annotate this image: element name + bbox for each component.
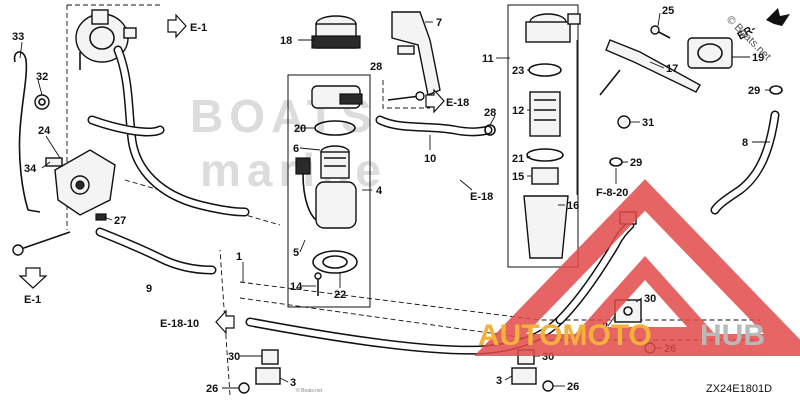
callout-4[interactable]: 4: [376, 185, 383, 197]
ref-e1-top[interactable]: E-1: [190, 22, 207, 34]
part-clip-31: [617, 115, 631, 129]
reference-arrows: E-1 E-1 E-18 E-18 F-8-20 E-18-10 ER-: [18, 8, 790, 335]
part-bracket-17: [599, 39, 701, 96]
ref-f-8-20[interactable]: F-8-20: [596, 187, 628, 199]
callout-5[interactable]: 5: [293, 247, 299, 259]
arrow-front-indicator: [766, 8, 790, 26]
callout-9[interactable]: 9: [146, 283, 152, 295]
part-oring-21: [526, 148, 564, 162]
callout-29-upper[interactable]: 29: [748, 85, 760, 97]
callout-3-mid[interactable]: 3: [290, 377, 296, 389]
callout-1[interactable]: 1: [236, 251, 242, 263]
callout-29-lower[interactable]: 29: [630, 157, 642, 169]
part-clamp-ring-18: [311, 15, 361, 49]
part-clamp-30-mid: [261, 349, 279, 365]
arrow-e18-a[interactable]: [425, 88, 445, 114]
arrow-e1810[interactable]: [215, 309, 235, 335]
leader-lines: [19, 12, 770, 389]
part-float-15: [531, 167, 559, 185]
callout-14[interactable]: 14: [290, 281, 303, 293]
callout-25[interactable]: 25: [662, 5, 674, 17]
part-high-pressure-pump: [75, 9, 137, 70]
ref-e18-b[interactable]: E-18: [470, 191, 493, 203]
callout-34[interactable]: 34: [24, 163, 37, 175]
part-bolt-14: [314, 272, 322, 296]
part-oring-23: [528, 63, 562, 77]
part-bolt-bracket: [387, 91, 425, 101]
part-plate-3-low: [511, 367, 537, 385]
callout-26-low[interactable]: 26: [567, 381, 579, 393]
part-clamp-32: [34, 94, 50, 110]
triangle-outer: [474, 179, 800, 356]
brand-text-main: AUTOMOTO: [478, 319, 652, 352]
footer-copyright: © Boats.net: [296, 387, 323, 394]
ref-e18-a[interactable]: E-18: [446, 97, 469, 109]
diagram-code: ZX24E1801D: [706, 383, 772, 395]
part-bolt-26-mid: [238, 382, 250, 394]
part-bolt-26-low: [542, 380, 554, 392]
callout-20[interactable]: 20: [294, 123, 306, 135]
brand-triangle-watermark: [474, 179, 800, 356]
callout-23[interactable]: 23: [512, 65, 524, 77]
callout-17[interactable]: 17: [666, 63, 678, 75]
callout-30-mid[interactable]: 30: [228, 351, 240, 363]
callout-19[interactable]: 19: [752, 52, 764, 64]
ref-e1-bottom[interactable]: E-1: [24, 294, 41, 306]
callout-27[interactable]: 27: [114, 215, 126, 227]
brand-logo-text: AUTOMOTO HUB: [478, 319, 765, 352]
arrow-e1-bottom[interactable]: [18, 267, 48, 289]
callout-15[interactable]: 15: [512, 171, 524, 183]
callout-10[interactable]: 10: [424, 153, 436, 165]
part-filter-bowl: [295, 157, 357, 229]
callout-12[interactable]: 12: [512, 105, 524, 117]
part-clip-27: [95, 213, 107, 221]
part-bolt-long: [12, 231, 71, 256]
callout-6[interactable]: 6: [293, 143, 299, 155]
callout-21[interactable]: 21: [512, 153, 524, 165]
part-filter-cap: [311, 85, 363, 109]
callout-31[interactable]: 31: [642, 117, 654, 129]
callout-8[interactable]: 8: [742, 137, 748, 149]
brand-text-accent: HUB: [700, 319, 765, 352]
callout-24[interactable]: 24: [38, 125, 51, 137]
callout-28-upper[interactable]: 28: [370, 61, 382, 73]
callout-33[interactable]: 33: [12, 31, 24, 43]
callout-28-lower[interactable]: 28: [484, 107, 496, 119]
callout-3-low[interactable]: 3: [496, 375, 502, 387]
callout-18[interactable]: 18: [280, 35, 292, 47]
arrow-e1-top[interactable]: [167, 13, 187, 39]
callout-32[interactable]: 32: [36, 71, 48, 83]
part-bolt-25: [650, 25, 671, 39]
part-dipstick: [13, 51, 41, 213]
part-filter-element: [320, 145, 350, 179]
frame-bracket-link: [382, 80, 430, 109]
part-clamp-19: [687, 37, 733, 69]
part-clip-29-lower: [609, 157, 623, 167]
part-strainer-12: [529, 91, 561, 137]
callout-11[interactable]: 11: [482, 53, 494, 65]
callout-26-mid[interactable]: 26: [206, 383, 218, 395]
callout-30-right[interactable]: 30: [644, 293, 656, 305]
frame-separator-assembly: [507, 4, 579, 268]
callout-22[interactable]: 22: [334, 289, 346, 301]
callout-7[interactable]: 7: [436, 17, 442, 29]
part-separator-cap: [525, 13, 581, 43]
ref-e-18-10[interactable]: E-18-10: [160, 318, 199, 330]
callout-16[interactable]: 16: [567, 200, 579, 212]
part-clip-29: [769, 85, 783, 95]
arrow-e18-b-leader: [459, 179, 473, 191]
part-plate-3-mid: [255, 367, 281, 385]
part-fuel-pump-assembly: [45, 149, 116, 216]
part-bowl-16: [523, 195, 569, 259]
part-bracket-7: [391, 11, 441, 96]
frame-filter-assembly: [287, 74, 371, 308]
part-gasket-22: [312, 250, 358, 274]
triangle-inner: [567, 256, 723, 343]
callout-labels: 33 32 24 34 27 9 18 28 20 6 4 5 14 22 1 …: [12, 5, 764, 395]
